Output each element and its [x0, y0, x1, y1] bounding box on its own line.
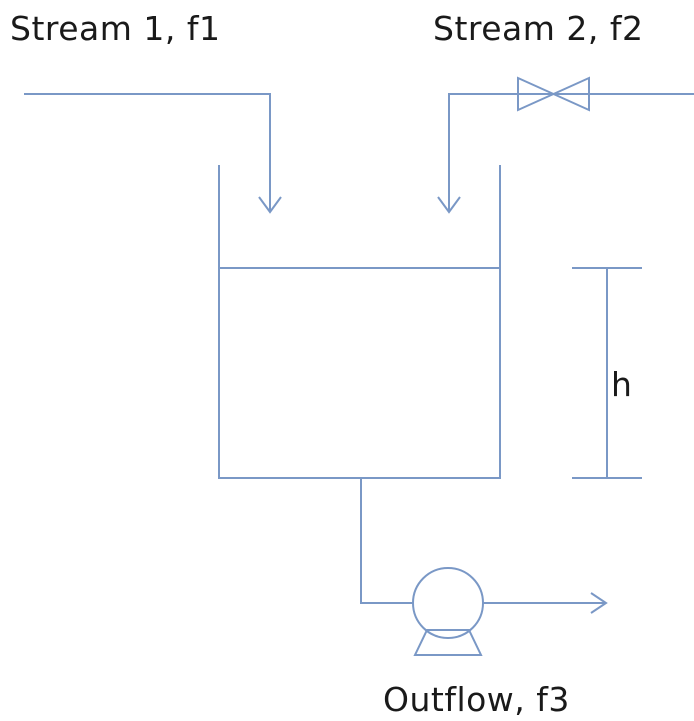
stream1-label: Stream 1, f1: [10, 9, 221, 48]
stream2-pipe: [448, 93, 694, 212]
stream2-label: Stream 2, f2: [433, 9, 644, 48]
level-label: h: [611, 365, 633, 404]
stream2-arrowhead: [437, 196, 461, 214]
outflow-label: Outflow, f3: [383, 680, 570, 719]
tank-body: [218, 165, 501, 479]
stream1-arrowhead: [258, 196, 282, 214]
valve-icon: [517, 76, 590, 112]
pump-base: [413, 629, 483, 656]
outlet-pipe: [360, 478, 413, 604]
pump-icon: [412, 567, 484, 639]
stream1-pipe: [24, 93, 271, 212]
outflow-arrowhead: [590, 592, 608, 614]
